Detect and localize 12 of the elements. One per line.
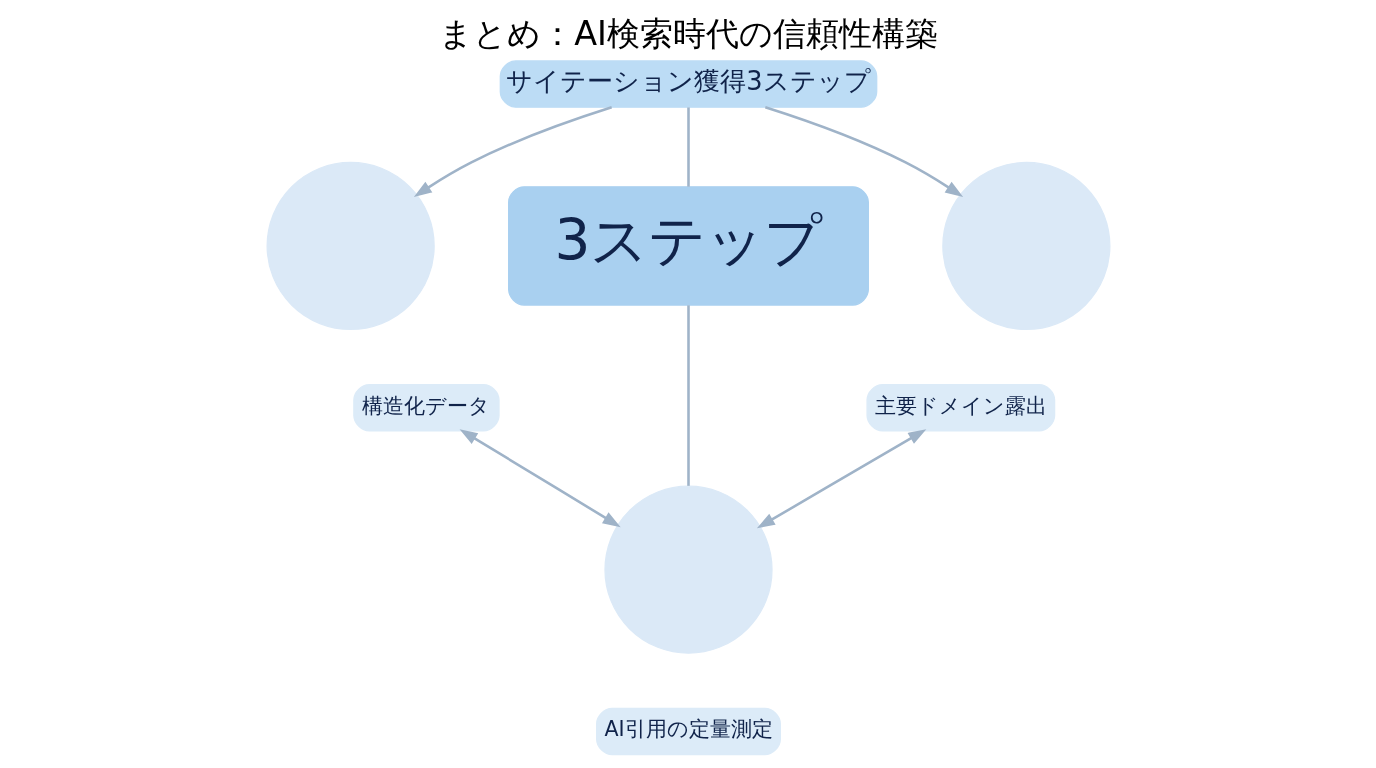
arrow (459, 429, 621, 528)
node-box: 構造化データ (352, 384, 500, 432)
arrow (756, 429, 926, 529)
node-box: 主要ドメイン露出 (865, 384, 1055, 432)
node-box: AI引用の定量測定 (595, 707, 781, 756)
connector (686, 305, 690, 486)
diagram-title: まとめ：AI検索時代の信頼性構築 (438, 14, 938, 54)
node-box: 3ステップ (507, 186, 869, 306)
arrow (764, 106, 963, 198)
connector (686, 107, 690, 187)
node-box: サイテーション獲得3ステップ (499, 60, 877, 108)
arrow (413, 106, 612, 198)
